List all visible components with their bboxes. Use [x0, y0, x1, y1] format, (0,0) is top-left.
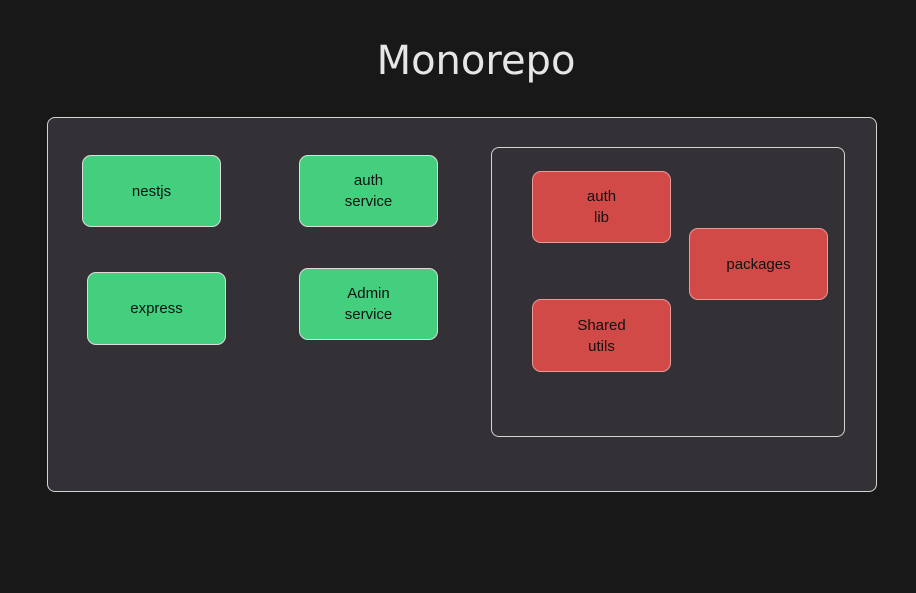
diagram-title: Monorepo [376, 38, 576, 84]
package-packages: packages [689, 228, 828, 300]
package-auth-lib: auth lib [532, 171, 671, 243]
app-express: express [87, 272, 226, 345]
package-shared-utils: Shared utils [532, 299, 671, 372]
app-admin-service: Admin service [299, 268, 438, 340]
app-auth-service: auth service [299, 155, 438, 227]
app-nestjs: nestjs [82, 155, 221, 227]
